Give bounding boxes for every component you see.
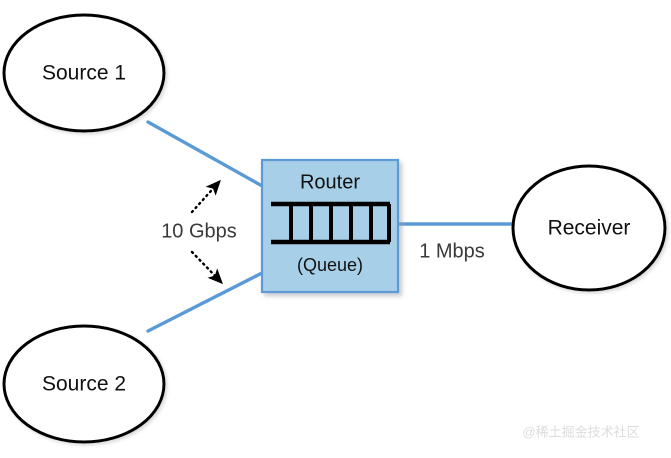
node-receiver[interactable]: Receiver	[511, 164, 667, 292]
node-router[interactable]: Router (Queue)	[260, 158, 400, 294]
router-title: Router	[300, 171, 360, 193]
router-queue-label: (Queue)	[297, 255, 363, 275]
source-2-ellipse	[2, 324, 166, 444]
egress-rate-label: 1 Mbps	[419, 240, 485, 262]
receiver-label: Receiver	[548, 217, 631, 240]
source-1-ellipse	[2, 13, 166, 133]
link-source2-router[interactable]	[146, 270, 266, 333]
connector-layer	[146, 120, 521, 333]
node-source-2[interactable]: Source 2	[2, 324, 166, 444]
rate-arrow-up-icon	[190, 179, 221, 214]
node-source-1[interactable]: Source 1	[2, 13, 166, 133]
link-source1-router[interactable]	[146, 120, 266, 189]
ingress-rate-label: 10 Gbps	[161, 220, 237, 242]
watermark: @稀土掘金技术社区	[522, 424, 639, 439]
source-2-label: Source 2	[42, 373, 126, 396]
router-queue-icon	[271, 201, 391, 245]
rate-arrow-down-icon	[190, 250, 224, 285]
source-1-label: Source 1	[42, 62, 126, 85]
ingress-rate-annotation: 10 Gbps	[161, 179, 237, 285]
receiver-ellipse	[511, 164, 667, 292]
